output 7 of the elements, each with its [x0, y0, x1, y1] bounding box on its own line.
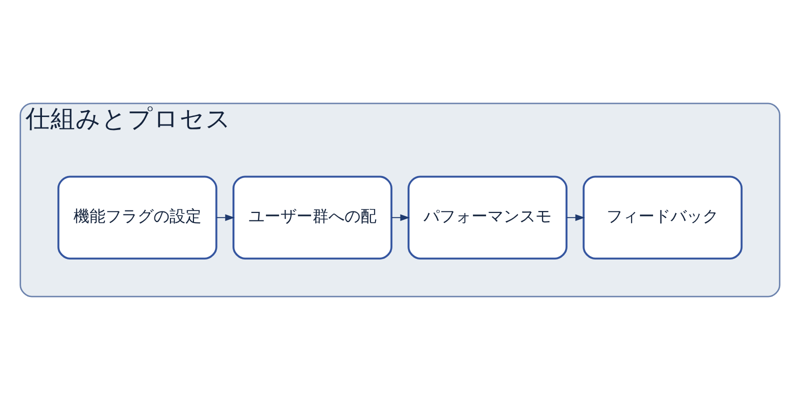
- arrow: [566, 214, 585, 221]
- node-box: パフォーマンスモ: [408, 176, 568, 260]
- node-box: フィードバック: [582, 176, 743, 260]
- arrow: [216, 214, 235, 221]
- node-box: ユーザー群への配: [232, 176, 392, 260]
- node-box: 機能フラグの設定: [57, 176, 218, 260]
- arrow: [391, 214, 410, 221]
